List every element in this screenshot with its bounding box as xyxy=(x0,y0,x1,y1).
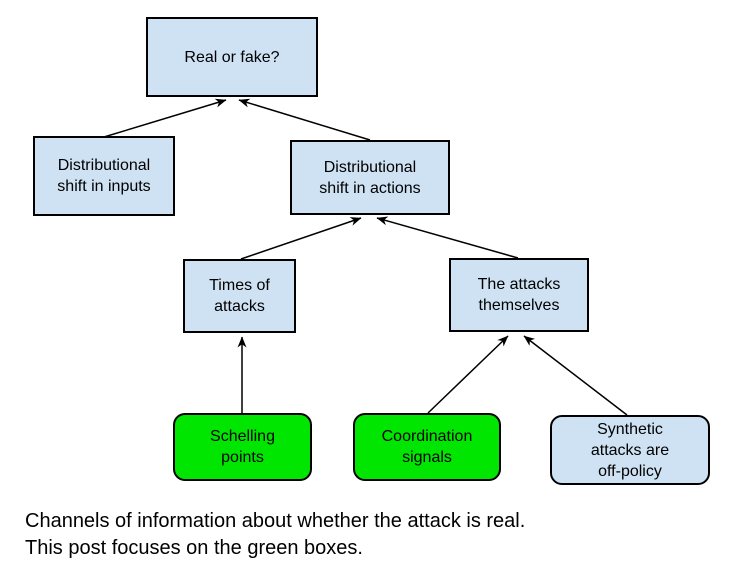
node-coordination-signals: Coordination signals xyxy=(353,413,501,481)
caption: Channels of information about whether th… xyxy=(25,508,525,562)
node-real-or-fake: Real or fake? xyxy=(146,17,318,97)
node-the-attacks-themselves-label: The attacks themselves xyxy=(477,276,561,314)
node-times-of-attacks-label: Times of attacks xyxy=(209,277,270,315)
arrow-attacks-to-actions xyxy=(376,216,519,259)
node-the-attacks-themselves: The attacks themselves xyxy=(449,258,589,332)
node-schelling-points-label: Schelling points xyxy=(210,428,275,466)
node-times-of-attacks: Times of attacks xyxy=(183,259,296,333)
node-distributional-shift-in-actions-label: Distributional shift in actions xyxy=(319,158,421,197)
node-synthetic-attacks-off-policy: Synthetic attacks are off-policy xyxy=(550,415,710,485)
node-distributional-shift-in-inputs: Distributional shift in inputs xyxy=(33,136,175,216)
arrow-actions-to-root xyxy=(238,98,371,141)
arrow-coordination-to-attacks xyxy=(427,335,509,414)
arrow-inputs-to-root xyxy=(103,98,227,138)
node-distributional-shift-in-actions: Distributional shift in actions xyxy=(290,140,450,215)
caption-line-2: This post focuses on the green boxes. xyxy=(25,537,363,559)
node-synthetic-attacks-off-policy-label: Synthetic attacks are off-policy xyxy=(590,420,670,480)
arrow-synthetic-to-attacks xyxy=(523,335,628,416)
node-schelling-points: Schelling points xyxy=(173,413,312,481)
caption-line-1: Channels of information about whether th… xyxy=(25,510,526,532)
arrow-times-to-actions xyxy=(240,217,362,260)
node-real-or-fake-label: Real or fake? xyxy=(184,48,280,66)
node-coordination-signals-label: Coordination signals xyxy=(381,428,473,466)
node-distributional-shift-in-inputs-label: Distributional shift in inputs xyxy=(57,157,151,195)
